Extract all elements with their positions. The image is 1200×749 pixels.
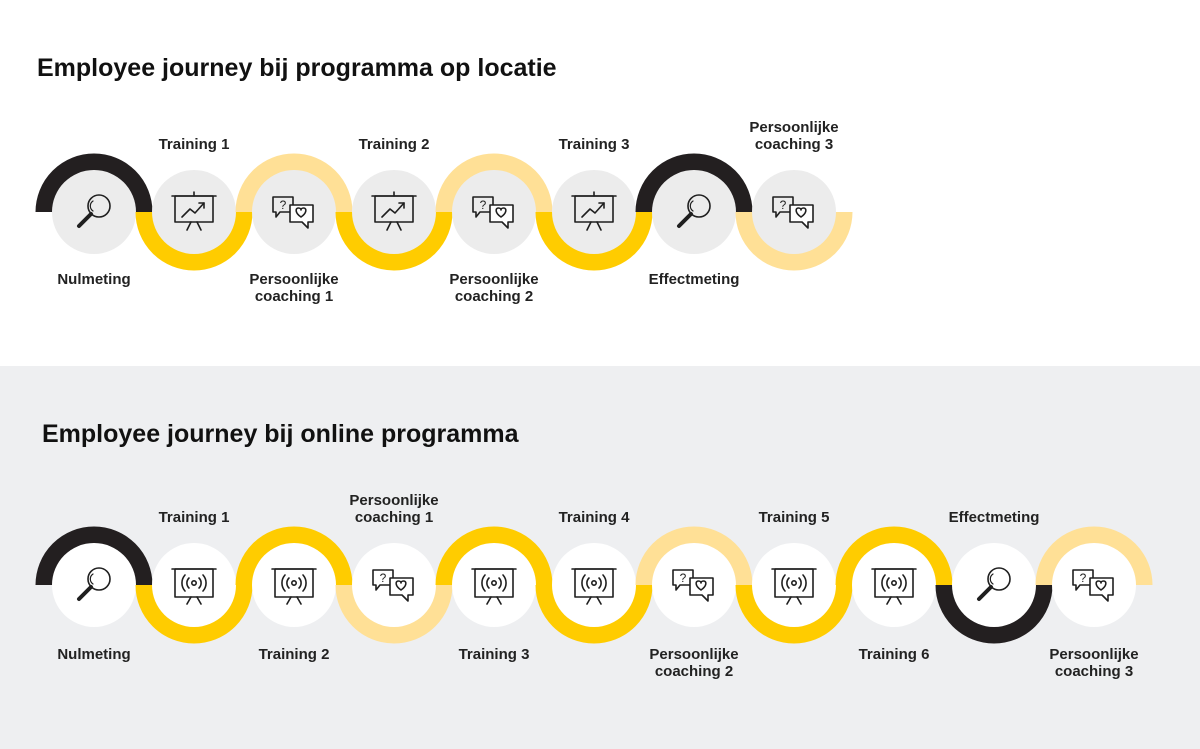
magnifier-icon [977,567,1011,601]
journey-arc [635,526,753,586]
step-label-training-1: Training 1 [159,136,230,153]
step-label-training-1: Training 1 [159,509,230,526]
chat-bubbles-icon: ? [372,569,414,602]
magnifier-icon [77,194,111,228]
journey-step-training-4: Training 4 [535,509,653,644]
journey-title-online: Employee journey bij online programma [42,420,519,448]
presentation-chart-icon [171,191,217,231]
magnifier-icon [677,194,711,228]
broadcast-screen-icon [171,568,217,605]
presentation-chart-icon [371,191,417,231]
broadcast-screen-icon [271,568,317,605]
journey-step-training-2: Training 2 [335,136,453,271]
chat-bubbles-icon: ? [272,196,314,229]
broadcast-screen-icon [871,568,917,605]
chat-bubbles-icon: ? [672,569,714,602]
journey-on-location-section: Employee journey bij programma op locati… [0,0,1200,366]
journey-arc [35,526,153,586]
journey-arc [1035,526,1153,586]
journey-online-section: Employee journey bij online programma Nu… [0,366,1200,749]
broadcast-screen-icon [771,568,817,605]
journey-arc [135,211,253,271]
journey-arc [335,584,453,644]
journey-arc [335,211,453,271]
magnifier-icon [77,567,111,601]
svg-text:?: ? [280,198,287,212]
chat-bubbles-icon: ? [772,196,814,229]
step-label-effectmeting: Effectmeting [649,271,740,288]
journey-arc [435,526,553,586]
svg-text:?: ? [380,571,387,585]
journey-arc [735,211,853,271]
journey-step-training-3: Training 3 [435,526,553,663]
journey-title-on-location: Employee journey bij programma op locati… [37,54,557,82]
journey-step-nulmeting: Nulmeting [35,153,153,288]
chat-bubbles-icon: ? [472,196,514,229]
journey-step-training-2: Training 2 [235,526,353,663]
step-circle [652,170,736,254]
journey-arc [135,584,253,644]
journey-step-nulmeting: Nulmeting [35,526,153,663]
svg-text:?: ? [480,198,487,212]
journey-step-training-1: Training 1 [135,509,253,644]
journey-arc [35,153,153,213]
journey-arc [835,526,953,586]
journey-arc [635,153,753,213]
step-circle [52,170,136,254]
step-label-nulmeting: Nulmeting [57,646,130,663]
journey-step-training-3: Training 3 [535,136,653,271]
journey-step-effectmeting: Effectmeting [935,509,1053,644]
broadcast-screen-icon [471,568,517,605]
step-label-nulmeting: Nulmeting [57,271,130,288]
journey-step-effectmeting: Effectmeting [635,153,753,288]
step-label-training-3: Training 3 [559,136,630,153]
svg-text:?: ? [1080,571,1087,585]
step-circle [952,543,1036,627]
journey-arc [935,584,1053,644]
journey-diagram-online: Nulmeting Training 1 Training 2? Persoonlij… [35,492,1153,680]
step-label-training-2: Training 2 [259,646,330,663]
step-label-training-5: Training 5 [759,509,830,526]
step-label-training-4: Training 4 [559,509,631,526]
journey-step-training-1: Training 1 [135,136,253,271]
step-label-training-3: Training 3 [459,646,530,663]
journey-arc [235,526,353,586]
step-label-training-6: Training 6 [859,646,930,663]
journey-step-training-5: Training 5 [735,509,853,644]
chat-bubbles-icon: ? [1072,569,1114,602]
journey-arc [235,153,353,213]
broadcast-screen-icon [571,568,617,605]
svg-text:?: ? [680,571,687,585]
step-label-training-2: Training 2 [359,136,430,153]
journey-arc [535,211,653,271]
journey-step-training-6: Training 6 [835,526,953,663]
journey-arc [435,153,553,213]
step-circle [52,543,136,627]
presentation-chart-icon [571,191,617,231]
journey-arc [735,584,853,644]
svg-text:?: ? [780,198,787,212]
step-label-effectmeting: Effectmeting [949,509,1040,526]
journey-arc [535,584,653,644]
